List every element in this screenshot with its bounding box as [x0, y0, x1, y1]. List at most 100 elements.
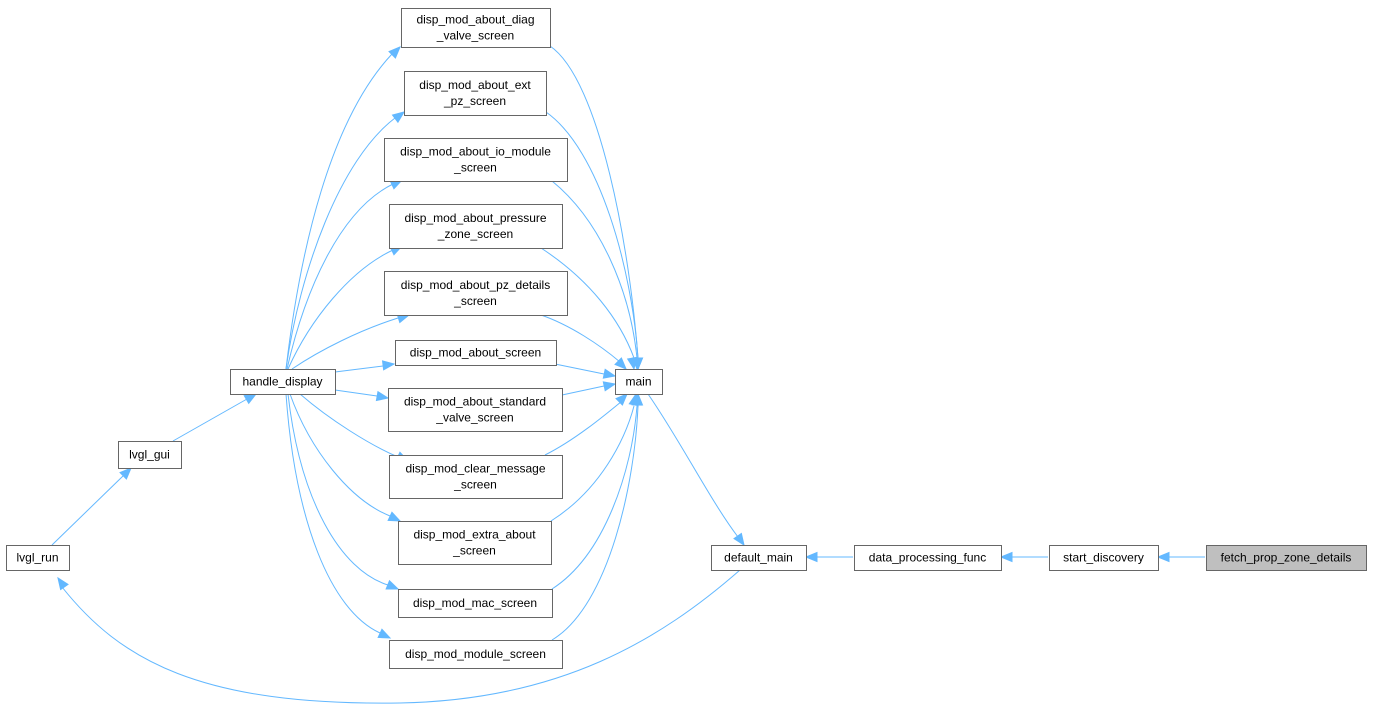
edge-clear-to-main [544, 393, 628, 456]
node-label: lvgl_gui [129, 448, 170, 462]
edge-handle-to-ext [285, 111, 406, 370]
node-label: handle_display [242, 375, 322, 389]
node-box[interactable] [230, 369, 336, 395]
node-label: disp_mod_mac_screen [413, 596, 537, 610]
node-sd[interactable]: start_discovery [1049, 545, 1159, 571]
arrow-head-icon [119, 467, 132, 480]
node-diag[interactable]: disp_mod_about_diag_valve_screen [401, 8, 551, 48]
node-dmain[interactable]: default_main [711, 545, 807, 571]
arrow-head-icon [388, 46, 401, 59]
node-box[interactable] [389, 455, 563, 499]
node-io[interactable]: disp_mod_about_io_module _screen [384, 138, 568, 182]
edge-module-to-main [551, 392, 644, 641]
arrow-head-icon [57, 576, 69, 591]
arrow-head-icon [733, 532, 745, 547]
edge-line [551, 405, 639, 641]
node-extra[interactable]: disp_mod_extra_about _screen [398, 521, 552, 565]
node-box[interactable] [398, 521, 552, 565]
node-label: fetch_prop_zone_details [1221, 551, 1352, 565]
edge-line [299, 393, 399, 458]
edge-std-to-main [561, 381, 617, 396]
node-box[interactable] [118, 441, 182, 469]
edges [51, 45, 1205, 704]
arrow-head-icon [381, 360, 396, 371]
node-module[interactable]: disp_mod_module_screen [389, 640, 563, 669]
edge-pressure-to-main [540, 247, 638, 371]
edge-line [334, 389, 378, 397]
node-box[interactable] [854, 545, 1002, 571]
node-box[interactable] [384, 271, 568, 316]
node-box[interactable] [395, 340, 557, 366]
edge-line [554, 363, 605, 375]
node-label: disp_mod_about_screen [410, 346, 541, 360]
node-label: lvgl_run [16, 551, 58, 565]
node-about[interactable]: disp_mod_about_screen [395, 340, 557, 366]
node-pzdet[interactable]: disp_mod_about_pz_details _screen [384, 271, 568, 316]
node-pressure[interactable]: disp_mod_about_pressure_zone_screen [389, 204, 563, 249]
node-label: _screen [453, 294, 497, 308]
arrow-head-icon [377, 628, 392, 639]
node-box[interactable] [711, 545, 807, 571]
edge-extra-to-main [550, 392, 639, 522]
node-box[interactable] [384, 138, 568, 182]
edge-fetch-to-sd [1156, 551, 1205, 563]
edge-line [540, 247, 635, 359]
edge-handle-to-module [285, 393, 392, 639]
node-box[interactable] [6, 545, 70, 571]
node-label: disp_mod_about_pressure [404, 211, 546, 225]
node-mac[interactable]: disp_mod_mac_screen [398, 589, 553, 618]
edge-line [545, 111, 639, 359]
node-label: start_discovery [1063, 551, 1144, 565]
arrow-head-icon [632, 392, 644, 406]
edge-line [550, 405, 635, 522]
node-box[interactable] [1206, 545, 1367, 571]
arrow-head-icon [614, 357, 627, 370]
node-label: disp_mod_extra_about [413, 528, 536, 542]
node-label: disp_mod_about_io_module [400, 145, 551, 159]
edge-line [287, 393, 389, 586]
arrow-head-icon [602, 368, 617, 379]
node-fetch[interactable]: fetch_prop_zone_details [1206, 545, 1367, 571]
node-label: disp_mod_about_standard [404, 395, 546, 409]
node-box[interactable] [389, 640, 563, 669]
node-box[interactable] [404, 71, 547, 116]
node-label: _screen [453, 478, 497, 492]
edge-dpf-to-dmain [804, 551, 853, 563]
arrow-head-icon [626, 356, 638, 371]
edge-line [540, 314, 621, 363]
edge-handle-to-mac [287, 393, 400, 590]
node-main[interactable]: main [615, 369, 663, 395]
edge-handle-to-extra [289, 393, 402, 522]
arrow-head-icon [615, 393, 628, 406]
node-dpf[interactable]: data_processing_func [854, 545, 1002, 571]
arrow-head-icon [1156, 551, 1170, 563]
node-box[interactable] [398, 589, 553, 618]
edge-gui-to-handle [172, 393, 258, 442]
edge-dmain-to-run [57, 569, 741, 704]
node-box[interactable] [389, 204, 563, 249]
node-box[interactable] [1049, 545, 1159, 571]
node-box[interactable] [401, 8, 551, 48]
edge-handle-to-about [334, 360, 396, 373]
arrow-head-icon [999, 551, 1013, 563]
node-label: default_main [724, 551, 793, 565]
node-label: _screen [453, 161, 497, 175]
edge-line [289, 393, 391, 517]
edge-handle-to-diag [285, 46, 401, 370]
node-std[interactable]: disp_mod_about_standard _valve_screen [388, 388, 563, 432]
node-label: disp_mod_about_pz_details [401, 278, 550, 292]
node-run[interactable]: lvgl_run [6, 545, 70, 571]
node-box[interactable] [388, 388, 563, 432]
node-box[interactable] [615, 369, 663, 395]
node-handle[interactable]: handle_display [230, 369, 336, 395]
node-clear[interactable]: disp_mod_clear_message_screen [389, 455, 563, 499]
edge-line [61, 569, 741, 704]
node-label: _screen [452, 544, 496, 558]
node-gui[interactable]: lvgl_gui [118, 441, 182, 469]
node-label: _valve_screen [435, 411, 513, 425]
arrow-head-icon [387, 511, 402, 522]
node-ext[interactable]: disp_mod_about_ext_pz_screen [404, 71, 547, 116]
edge-line [549, 45, 639, 359]
edge-line [291, 317, 399, 370]
